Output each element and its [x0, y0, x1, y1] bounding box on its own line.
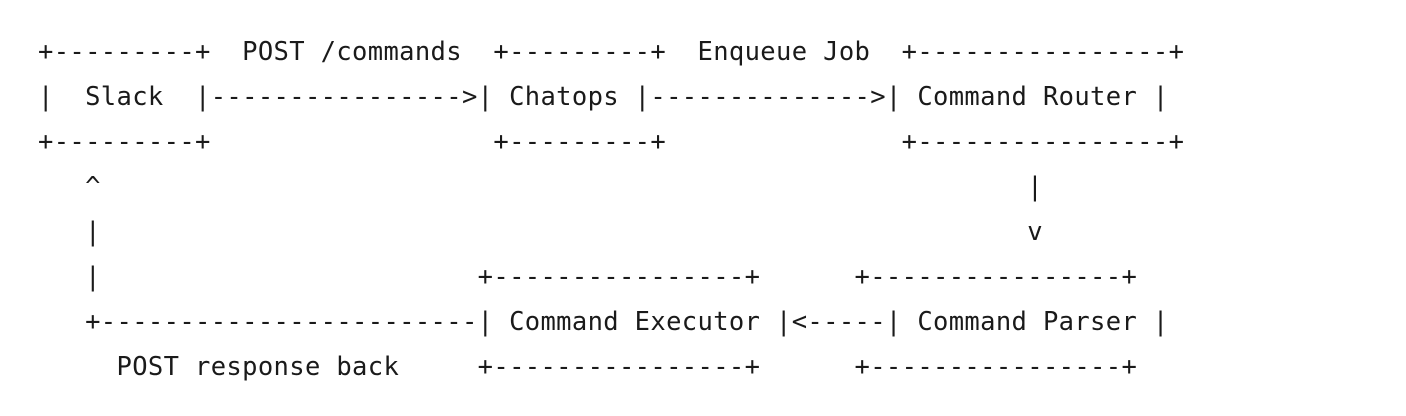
- diagram-row-top-labels: | Slack |---------------->| Chatops |---…: [38, 82, 1169, 112]
- diagram-row-connector-vertical: | v: [38, 217, 1043, 247]
- ascii-flow-diagram: +---------+ POST /commands +---------+ E…: [38, 30, 1184, 390]
- diagram-row-top-bottom-border: +---------+ +---------+ +---------------…: [38, 127, 1185, 157]
- diagram-row-bottom-border: | +----------------+ +----------------+: [38, 262, 1138, 292]
- diagram-row-bottom-caption: POST response back +----------------+ +-…: [38, 352, 1138, 382]
- diagram-row-top-border: +---------+ POST /commands +---------+ E…: [38, 37, 1185, 67]
- diagram-row-bottom-labels: +------------------------| Command Execu…: [38, 307, 1169, 337]
- diagram-row-connector-arrowheads: ^ |: [38, 172, 1043, 202]
